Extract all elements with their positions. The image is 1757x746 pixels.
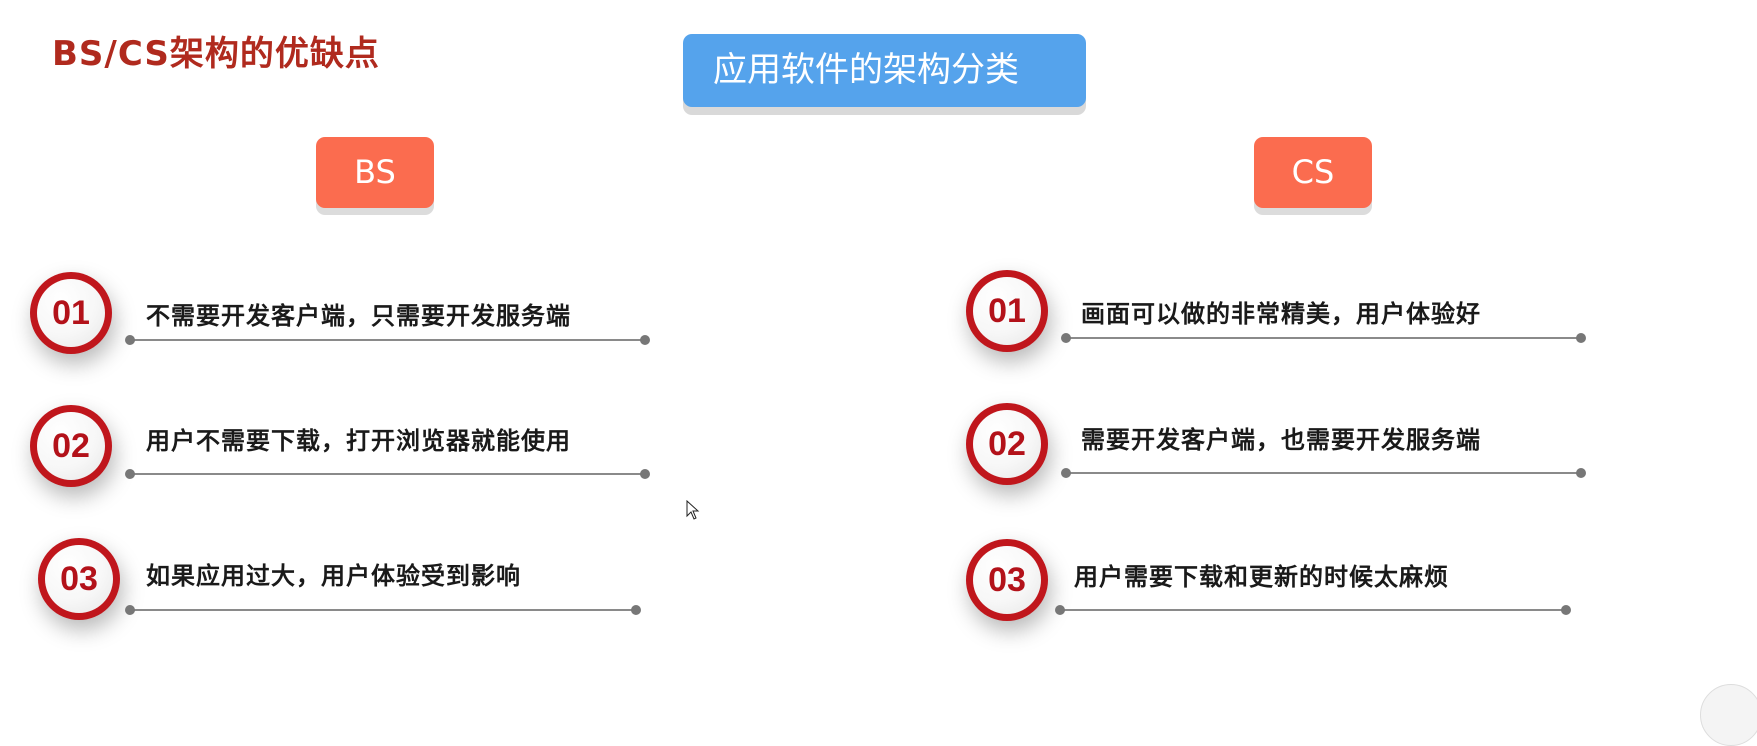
- corner-widget-icon[interactable]: [1700, 684, 1757, 746]
- line-start-dot: [1055, 605, 1065, 615]
- cs-header-label: CS: [1291, 153, 1335, 191]
- line-end-dot: [631, 605, 641, 615]
- slide-title: BS/CS架构的优缺点: [52, 34, 380, 74]
- line-start-dot: [1061, 468, 1071, 478]
- item-underline: [125, 335, 650, 345]
- number-badge: 01: [966, 270, 1048, 352]
- item-text: 如果应用过大，用户体验受到影响: [146, 562, 521, 590]
- badge-number: 03: [973, 546, 1041, 614]
- item-underline: [1055, 605, 1571, 615]
- number-badge: 01: [30, 272, 112, 354]
- item-text: 用户需要下载和更新的时候太麻烦: [1074, 563, 1449, 591]
- cs-column-header: CS: [1254, 137, 1372, 208]
- item-underline: [125, 469, 650, 479]
- line-end-dot: [640, 335, 650, 345]
- number-badge: 02: [966, 403, 1048, 485]
- badge-number: 02: [973, 410, 1041, 478]
- bs-column-header: BS: [316, 137, 434, 208]
- line-end-dot: [1576, 468, 1586, 478]
- item-underline: [1061, 468, 1586, 478]
- item-text: 需要开发客户端，也需要开发服务端: [1081, 426, 1481, 454]
- badge-number: 01: [37, 279, 105, 347]
- item-underline: [1061, 333, 1586, 343]
- line-end-dot: [1561, 605, 1571, 615]
- badge-number: 03: [45, 545, 113, 613]
- line-end-dot: [1576, 333, 1586, 343]
- line-start-dot: [125, 605, 135, 615]
- item-text: 不需要开发客户端，只需要开发服务端: [146, 302, 571, 330]
- line-start-dot: [125, 469, 135, 479]
- bs-header-label: BS: [354, 153, 396, 191]
- badge-number: 02: [37, 412, 105, 480]
- category-box: 应用软件的架构分类: [683, 34, 1086, 107]
- category-label: 应用软件的架构分类: [713, 50, 1019, 90]
- line-start-dot: [125, 335, 135, 345]
- mouse-cursor-icon: [686, 500, 700, 520]
- line-start-dot: [1061, 333, 1071, 343]
- number-badge: 03: [38, 538, 120, 620]
- number-badge: 02: [30, 405, 112, 487]
- line-end-dot: [640, 469, 650, 479]
- item-text: 画面可以做的非常精美，用户体验好: [1081, 300, 1481, 328]
- badge-number: 01: [973, 277, 1041, 345]
- number-badge: 03: [966, 539, 1048, 621]
- item-text: 用户不需要下载，打开浏览器就能使用: [146, 427, 571, 455]
- item-underline: [125, 605, 641, 615]
